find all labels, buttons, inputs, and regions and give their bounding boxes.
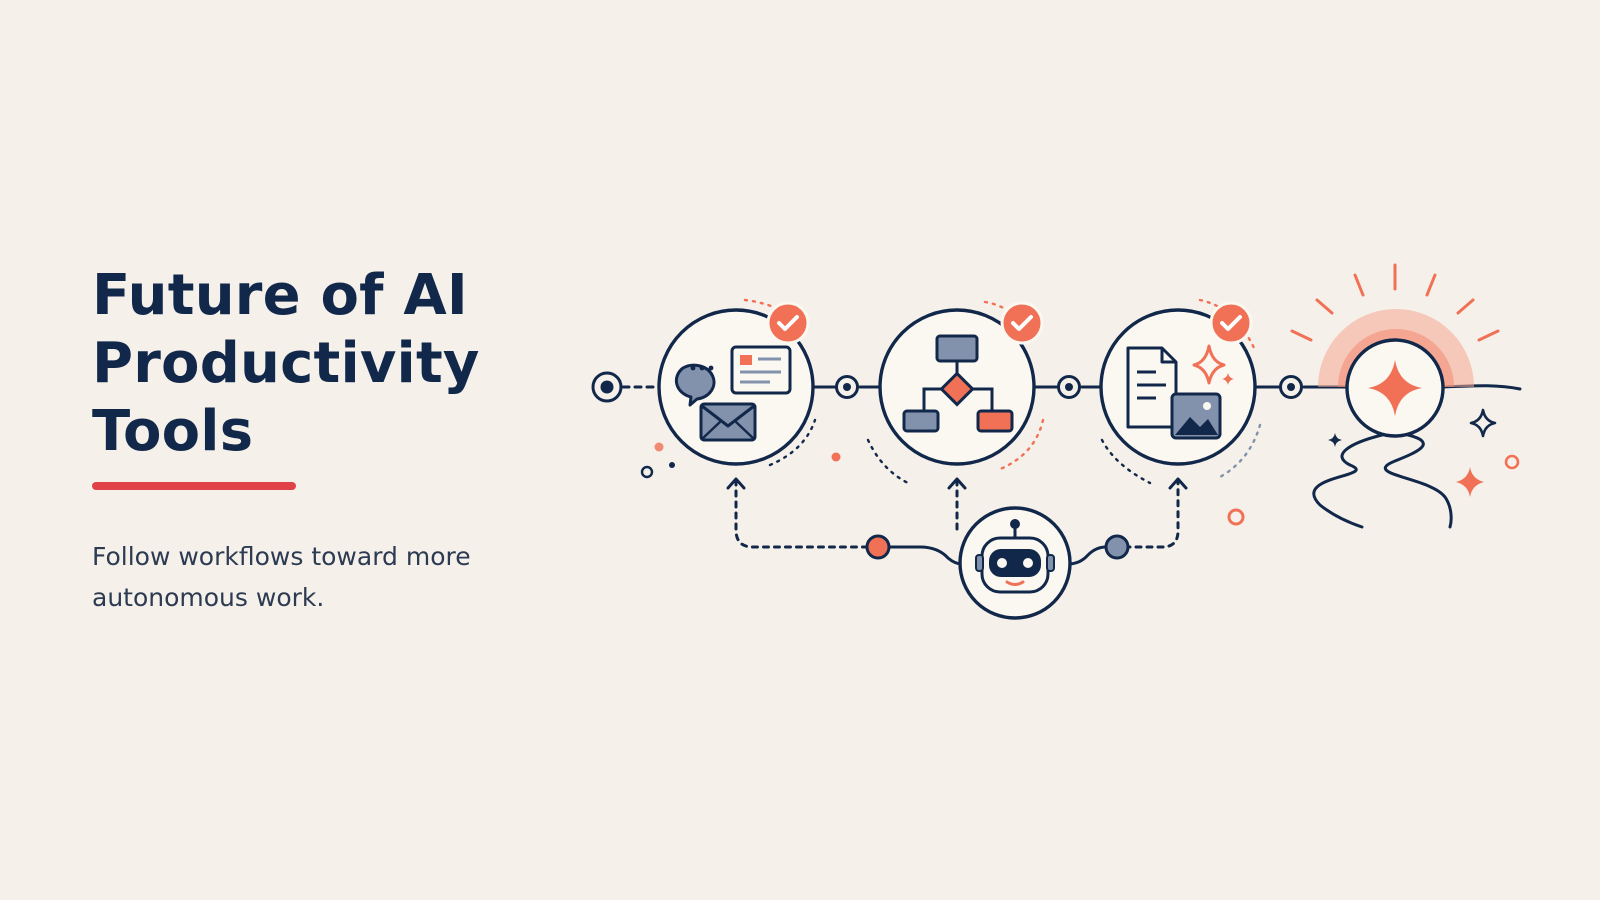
check-badge-icon <box>1209 301 1253 345</box>
stage-3-content <box>1099 301 1257 466</box>
connector-node-icon <box>835 375 859 399</box>
check-badge-icon <box>766 301 810 345</box>
stage-1-communication <box>657 301 815 466</box>
agent-loop <box>726 477 1188 566</box>
connector-node-icon <box>1057 375 1081 399</box>
stage-2-flowchart <box>878 301 1044 466</box>
image-icon <box>1170 392 1222 440</box>
title-underline <box>92 482 296 490</box>
start-node-icon <box>591 371 623 403</box>
decorative-arcs <box>743 298 1262 485</box>
document-card-icon <box>730 345 792 395</box>
star-decorations <box>1328 408 1497 497</box>
document-icon <box>1126 346 1178 429</box>
title-line-3: Tools <box>92 399 254 464</box>
workflow-illustration <box>591 263 1522 620</box>
check-badge-icon <box>1000 301 1044 345</box>
chat-bubble-icon <box>674 363 716 407</box>
envelope-icon <box>699 402 757 442</box>
slide-subtitle: Follow workflows toward more autonomous … <box>92 542 471 612</box>
title-line-1: Future of AI <box>92 263 468 328</box>
winding-path <box>1312 433 1453 529</box>
slide-title: Future of AI Productivity Tools <box>92 262 562 466</box>
flowchart-icon <box>902 334 1014 433</box>
robot-icon <box>958 506 1072 620</box>
loop-node-icon <box>1104 534 1130 560</box>
title-line-2: Productivity <box>92 331 480 396</box>
sun-star-icon <box>1290 263 1500 438</box>
connector-node-icon <box>1279 375 1303 399</box>
loop-node-icon <box>865 534 891 560</box>
decorative-dots <box>640 442 1520 526</box>
slide-text-block: Future of AI Productivity Tools Follow w… <box>92 262 562 618</box>
sparkle-icon <box>1192 344 1234 385</box>
